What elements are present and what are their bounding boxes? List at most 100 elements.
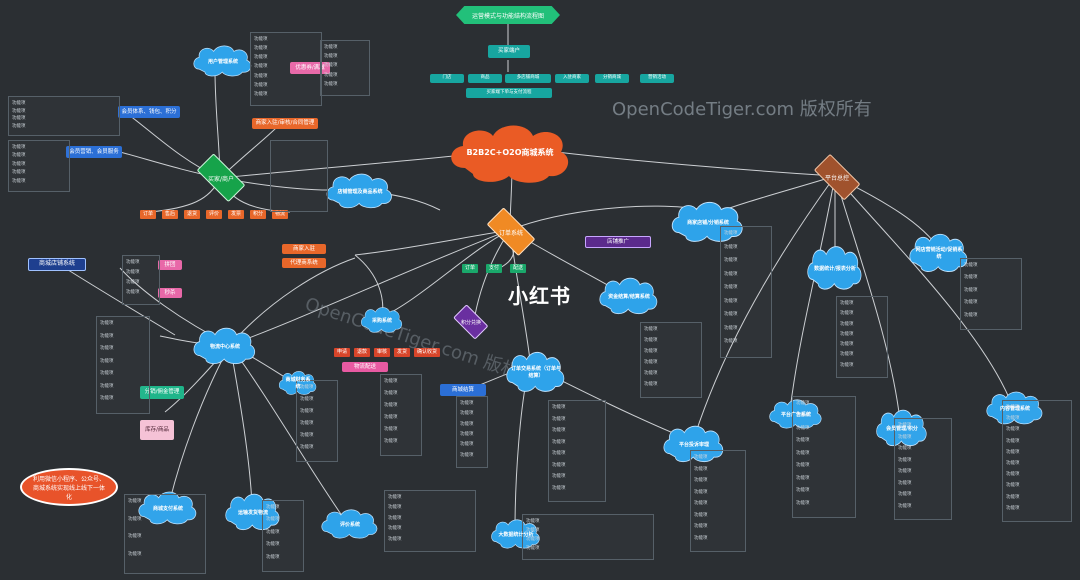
leaf-item: 功能项 (100, 321, 114, 326)
leaf-item: 功能项 (552, 405, 566, 410)
leaf-panel (320, 40, 370, 96)
watermark-top: OpenCodeTiger.com 版权所有 (612, 99, 872, 120)
cloud-content: 内容管理系统 (985, 390, 1045, 426)
cloud-label: 数据统计/报表分析 (814, 265, 856, 272)
leaf-item: 功能项 (324, 63, 338, 69)
cloud-stat: 大数据统计分析 (490, 518, 542, 550)
leaf-item: 功能项 (384, 391, 398, 396)
leaf-item: 功能项 (384, 427, 398, 432)
leaf-item: 功能项 (840, 342, 854, 348)
cloud-label: 评价系统 (339, 521, 360, 528)
leaf-item: 功能项 (796, 488, 810, 494)
tag-orange: 积分 (250, 210, 267, 219)
leaf-item: 功能项 (840, 321, 854, 327)
leaf-item: 功能项 (1006, 416, 1020, 422)
diamond-buyer-label: 买家/商户 (207, 175, 235, 183)
leaf-item: 功能项 (388, 536, 402, 542)
leaf-item: 功能项 (100, 371, 114, 377)
leaf-item: 功能项 (12, 123, 26, 129)
leaf-item: 功能项 (694, 478, 708, 483)
tag-orange: 售后 (162, 210, 179, 219)
leaf-item: 功能项 (12, 161, 26, 167)
leaf-item: 功能项 (898, 457, 912, 463)
leaf-item: 功能项 (254, 37, 268, 42)
tag-red: 发货 (394, 348, 411, 357)
cloud-label: 内容管理系统 (999, 405, 1030, 412)
leaf-item: 功能项 (796, 413, 810, 419)
leaf-item: 功能项 (1006, 405, 1020, 410)
diamond-points-label: 积分兑换 (460, 319, 481, 326)
leaf-item: 功能项 (898, 423, 912, 428)
leaf-item: 功能项 (552, 474, 566, 479)
leaf-panel (96, 316, 150, 414)
box-red-orange-1: 商家入驻 (282, 244, 326, 254)
leaf-item: 功能项 (840, 301, 854, 306)
leaf-item: 功能项 (324, 72, 338, 78)
leaf-item: 功能项 (796, 475, 810, 481)
leaf-item: 功能项 (694, 455, 708, 460)
leaf-item: 功能项 (254, 91, 268, 97)
leaf-item: 功能项 (964, 287, 978, 293)
cloud-label: 平台广告系统 (780, 411, 811, 418)
leaf-item: 功能项 (694, 501, 708, 506)
leaf-item: 功能项 (300, 433, 314, 438)
tag-red: 审核 (374, 348, 391, 357)
leaf-item: 功能项 (526, 519, 540, 524)
leaf-item: 功能项 (324, 81, 338, 87)
leaf-item: 功能项 (526, 546, 540, 551)
top-row-box: 分销商城 (595, 74, 629, 83)
cloud-merchant: 商家店铺/分销系统 (670, 200, 746, 244)
leaf-item: 功能项 (552, 428, 566, 433)
leaf-item: 功能项 (384, 415, 398, 420)
diamond-points: 积分兑换 (450, 310, 492, 334)
cloud-label: 平台投诉审理 (678, 441, 709, 448)
leaf-panel (270, 140, 328, 212)
cloud-user-system: 用户管理系统 (192, 44, 254, 78)
box-red-orange-2: 代理商系统 (282, 258, 326, 268)
leaf-panel (960, 258, 1022, 330)
leaf-item: 功能项 (724, 312, 738, 318)
leaf-item: 功能项 (840, 311, 854, 317)
leaf-item: 功能项 (694, 466, 708, 472)
cloud-label: 大数据统计分析 (498, 531, 534, 538)
center-cloud: B2B2C+O2O商城系统 (445, 118, 575, 186)
leaf-item: 功能项 (12, 153, 26, 159)
leaf-item: 功能项 (126, 260, 140, 265)
leaf-item: 功能项 (964, 275, 978, 281)
cloud-comment: 评价系统 (320, 508, 380, 540)
leaf-item: 功能项 (128, 551, 142, 557)
leaf-item: 功能项 (300, 385, 314, 390)
leaf-item: 功能项 (460, 411, 474, 417)
leaf-item: 功能项 (724, 231, 738, 236)
cloud-data: 数据统计/报表分析 (806, 244, 864, 292)
leaf-item: 功能项 (526, 528, 540, 533)
leaf-item: 功能项 (796, 463, 810, 469)
leaf-panel (640, 322, 702, 398)
leaf-item: 功能项 (126, 290, 140, 295)
leaf-item: 功能项 (12, 108, 26, 114)
leaf-item: 功能项 (128, 499, 142, 504)
leaf-item: 功能项 (724, 339, 738, 345)
leaf-item: 功能项 (724, 298, 738, 304)
leaf-item: 功能项 (1006, 427, 1020, 433)
leaf-item: 功能项 (300, 421, 314, 426)
leaf-item: 功能项 (898, 503, 912, 509)
leaf-item: 功能项 (724, 325, 738, 331)
leaf-item: 功能项 (126, 270, 140, 275)
leaf-item: 功能项 (266, 542, 280, 548)
box-left-blue: 商城店铺系统 (28, 258, 86, 271)
leaf-item: 功能项 (266, 529, 280, 535)
cloud-finance: 商城财务系统 (278, 370, 318, 396)
tag-orange: 订单 (140, 210, 157, 219)
cloud-label: 店铺管理及商品系统 (337, 188, 383, 195)
leaf-item: 功能项 (724, 271, 738, 277)
leaf-panel (122, 255, 160, 305)
leaf-item: 功能项 (552, 485, 566, 491)
leaf-panel (522, 514, 654, 560)
leaf-item: 功能项 (724, 285, 738, 291)
leaf-item: 功能项 (898, 446, 912, 451)
cloud-logistics: 物流中心系统 (192, 326, 258, 366)
leaf-item: 功能项 (898, 492, 912, 497)
box-pink-1: 拼团 (158, 260, 182, 270)
cloud-member: 会员管理/积分 (875, 408, 929, 448)
